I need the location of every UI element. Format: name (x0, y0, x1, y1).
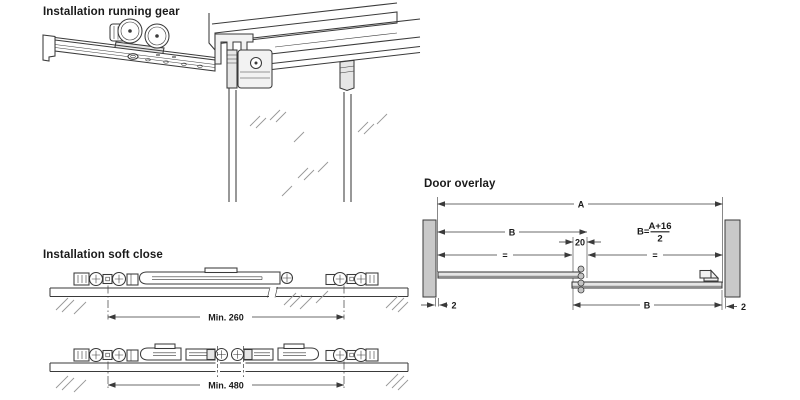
side-panel-left (422, 219, 437, 298)
soft-close-row-single: Min. 260 (49, 267, 409, 322)
door-hanger (339, 59, 355, 92)
mounting-clip (699, 269, 720, 282)
roller-carriage (325, 347, 379, 363)
roller-carriage (73, 347, 139, 363)
hanger-bolts (577, 265, 585, 294)
dim-label-min-260: Min. 260 (208, 312, 244, 322)
activator-right (230, 347, 274, 362)
gap-label-right: 2 (741, 302, 746, 312)
gap-label-left: 2 (451, 300, 456, 310)
dim-label-min-480: Min. 480 (208, 380, 244, 390)
roller-carriage (73, 271, 139, 287)
soft-close-row-double: Min. 480 (49, 343, 409, 393)
dim-label-b-bottom: B (644, 300, 651, 310)
damper-unit-left (139, 343, 182, 361)
door-band (49, 286, 409, 298)
dim-label-b-top: B (509, 227, 516, 237)
roller-carriage (325, 271, 379, 287)
glass-hatching (249, 109, 388, 197)
door-bottom (571, 281, 723, 289)
glass-door-panel (228, 88, 352, 202)
equal-sign-left: = (502, 251, 507, 261)
door-top (437, 271, 581, 279)
damper-unit (138, 267, 294, 285)
dim-label-a: A (578, 199, 585, 209)
damper-unit-right (277, 343, 320, 361)
cross-section-drawing (208, 2, 421, 202)
dim-label-overlap-20: 20 (575, 237, 585, 247)
roller-wheels (117, 18, 170, 49)
side-panel-right (724, 219, 741, 298)
equal-sign-right: = (652, 251, 657, 261)
formula-b-equals: B= (637, 227, 650, 238)
door-band (49, 361, 409, 373)
door-overlay-title: Door overlay (424, 178, 496, 190)
running-gear-drawing (42, 18, 216, 72)
formula-denominator: 2 (657, 234, 662, 245)
running-gear-title: Installation running gear (43, 6, 180, 18)
activator-left (185, 347, 229, 362)
soft-close-title: Installation soft close (43, 249, 163, 261)
overlay-formula: B= A+16 2 (637, 221, 671, 245)
formula-numerator: A+16 (649, 221, 672, 232)
door-overlay-drawing: A B 20 B= A+16 2 = = (421, 197, 746, 312)
